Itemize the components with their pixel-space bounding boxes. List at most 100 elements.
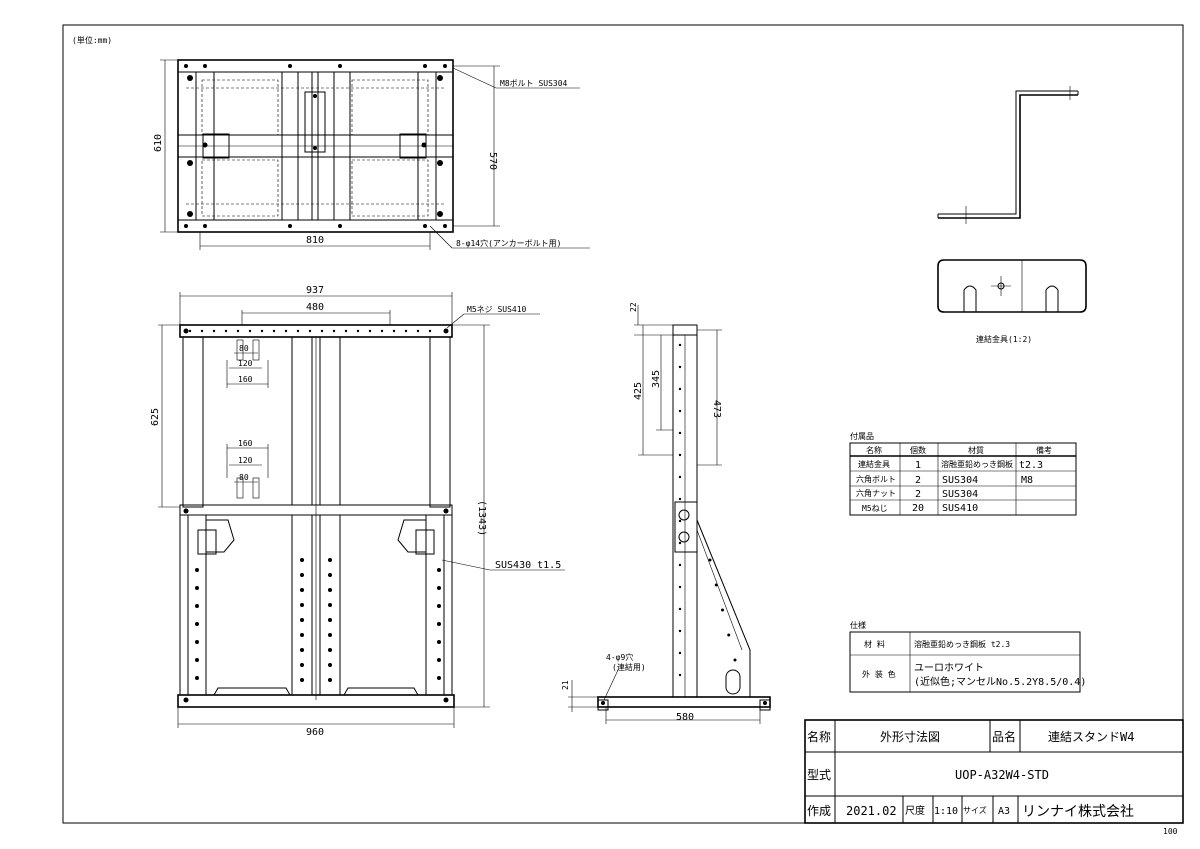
hole — [195, 586, 199, 590]
front-dim-960: 960 — [306, 727, 324, 738]
hole — [328, 588, 332, 592]
unit-note: (単位:mm) — [72, 35, 112, 45]
hole — [678, 431, 682, 435]
hole — [678, 651, 682, 655]
spec-color-key: 外 装 色 — [862, 669, 896, 679]
tb-product-label: 品名 — [992, 729, 1016, 744]
hole — [708, 558, 712, 562]
tb-model-value: UOP-A32W4-STD — [955, 768, 1049, 782]
spec-table: 仕様 材 料 溶融亜鉛めっき鋼板 t2.3 外 装 色 ユーロホワイト (近似色… — [849, 620, 1086, 693]
hole — [328, 558, 332, 562]
hole — [308, 329, 312, 333]
hole — [328, 603, 332, 607]
bracket-detail: 連結金具(1:2) — [937, 86, 1087, 344]
hole — [320, 329, 324, 333]
acc-row-1-note: t2.3 — [1019, 460, 1043, 471]
side-dim-21: 21 — [561, 680, 570, 690]
front-dim-937: 937 — [306, 285, 324, 296]
bolt-label: M8ボルト SUS304 — [500, 79, 568, 88]
tb-made-value: 2021.02 — [846, 804, 897, 818]
hole — [678, 497, 682, 501]
hole — [284, 329, 288, 333]
acc-row-2-material: SUS304 — [942, 475, 978, 486]
hole — [678, 519, 682, 523]
front-dim-120-lower: 120 — [238, 456, 253, 465]
sheet-border — [62, 24, 1184, 824]
hole — [183, 328, 189, 334]
hole — [328, 573, 332, 577]
hole — [678, 629, 682, 633]
hole — [721, 608, 724, 612]
sheet-number: 100 — [1163, 827, 1178, 836]
hole — [763, 701, 767, 705]
accessories-table: 付属品 名称 個数 材質 備考 連結金具 1 溶融亜鉛めっき鋼板 t2.3 六角… — [849, 431, 1077, 516]
hole — [437, 568, 441, 572]
side-dim-425: 425 — [633, 382, 644, 400]
acc-row-4-name: M5ねじ — [862, 504, 888, 513]
top-dim-depth: 610 — [153, 134, 164, 152]
hole — [416, 329, 420, 333]
acc-row-2-name: 六角ボルト — [856, 474, 896, 484]
side-dim-580: 580 — [676, 712, 694, 723]
hole — [443, 328, 449, 334]
acc-header-name: 名称 — [866, 445, 882, 455]
spec-material-value: 溶融亜鉛めっき鋼板 t2.3 — [914, 639, 1010, 649]
front-dim-160-lower: 160 — [238, 439, 253, 448]
side-dim-345: 345 — [651, 370, 662, 388]
hole — [678, 475, 682, 479]
hole — [183, 508, 189, 514]
hole — [328, 663, 332, 667]
hole — [300, 588, 304, 592]
spec-title: 仕様 — [850, 620, 866, 630]
hole — [437, 586, 441, 590]
acc-header-note: 備考 — [1036, 445, 1052, 455]
front-view: 937 480 80 120 160 160 120 80 625 (1343) — [150, 285, 565, 738]
hole — [678, 365, 682, 369]
hole — [392, 329, 396, 333]
side-hole-label-1: 4-φ9穴 — [606, 652, 633, 662]
tb-product-value: 連結スタンドW4 — [1048, 730, 1134, 744]
hole — [195, 622, 199, 626]
acc-row-3-name: 六角ナット — [856, 488, 896, 498]
tb-made-label: 作成 — [807, 804, 831, 818]
tb-model-label: 型式 — [807, 768, 831, 782]
acc-row-2-note: M8 — [1021, 475, 1033, 486]
hole — [733, 658, 737, 662]
top-dim-width: 810 — [306, 235, 324, 246]
front-dim-625: 625 — [150, 408, 161, 426]
hole — [296, 329, 300, 333]
hole — [678, 453, 682, 457]
hole — [183, 697, 189, 703]
top-view: 610 570 810 M8ボルト SUS304 8-φ14穴(アンカーボルト用… — [153, 59, 590, 250]
hole — [328, 648, 332, 652]
front-dim-1343: (1343) — [476, 500, 487, 536]
front-dim-80-lower: 80 — [239, 473, 249, 482]
acc-row-4-qty: 20 — [912, 503, 924, 514]
acc-row-2-qty: 2 — [915, 475, 921, 486]
hole — [678, 585, 682, 589]
spec-color-value-1: ユーロホワイト — [914, 662, 984, 674]
anchor-hole-label: 8-φ14穴(アンカーボルト用) — [456, 238, 561, 248]
hole — [332, 329, 336, 333]
front-dim-80-upper: 80 — [239, 344, 249, 353]
front-dim-120-upper: 120 — [238, 359, 253, 368]
hole — [300, 648, 304, 652]
hole — [437, 604, 441, 608]
hole — [404, 329, 408, 333]
hole — [195, 676, 199, 680]
hole — [443, 508, 449, 514]
tb-size-value: A3 — [998, 806, 1010, 817]
spec-material-key: 材 料 — [864, 639, 885, 649]
hole — [428, 329, 432, 333]
side-hole-label-2: (連結用) — [612, 662, 646, 672]
spec-color-value-2: (近似色;マンセルNo.5.2Y8.5/0.4) — [914, 675, 1086, 688]
acc-row-1-name: 連結金具 — [858, 459, 890, 469]
hole — [300, 678, 304, 682]
title-block: 名称 外形寸法図 品名 連結スタンドW4 型式 UOP-A32W4-STD 作成… — [804, 719, 1184, 824]
hole — [437, 676, 441, 680]
acc-row-3-qty: 2 — [915, 489, 921, 500]
hole — [678, 607, 682, 611]
hole — [380, 329, 384, 333]
hole — [300, 603, 304, 607]
